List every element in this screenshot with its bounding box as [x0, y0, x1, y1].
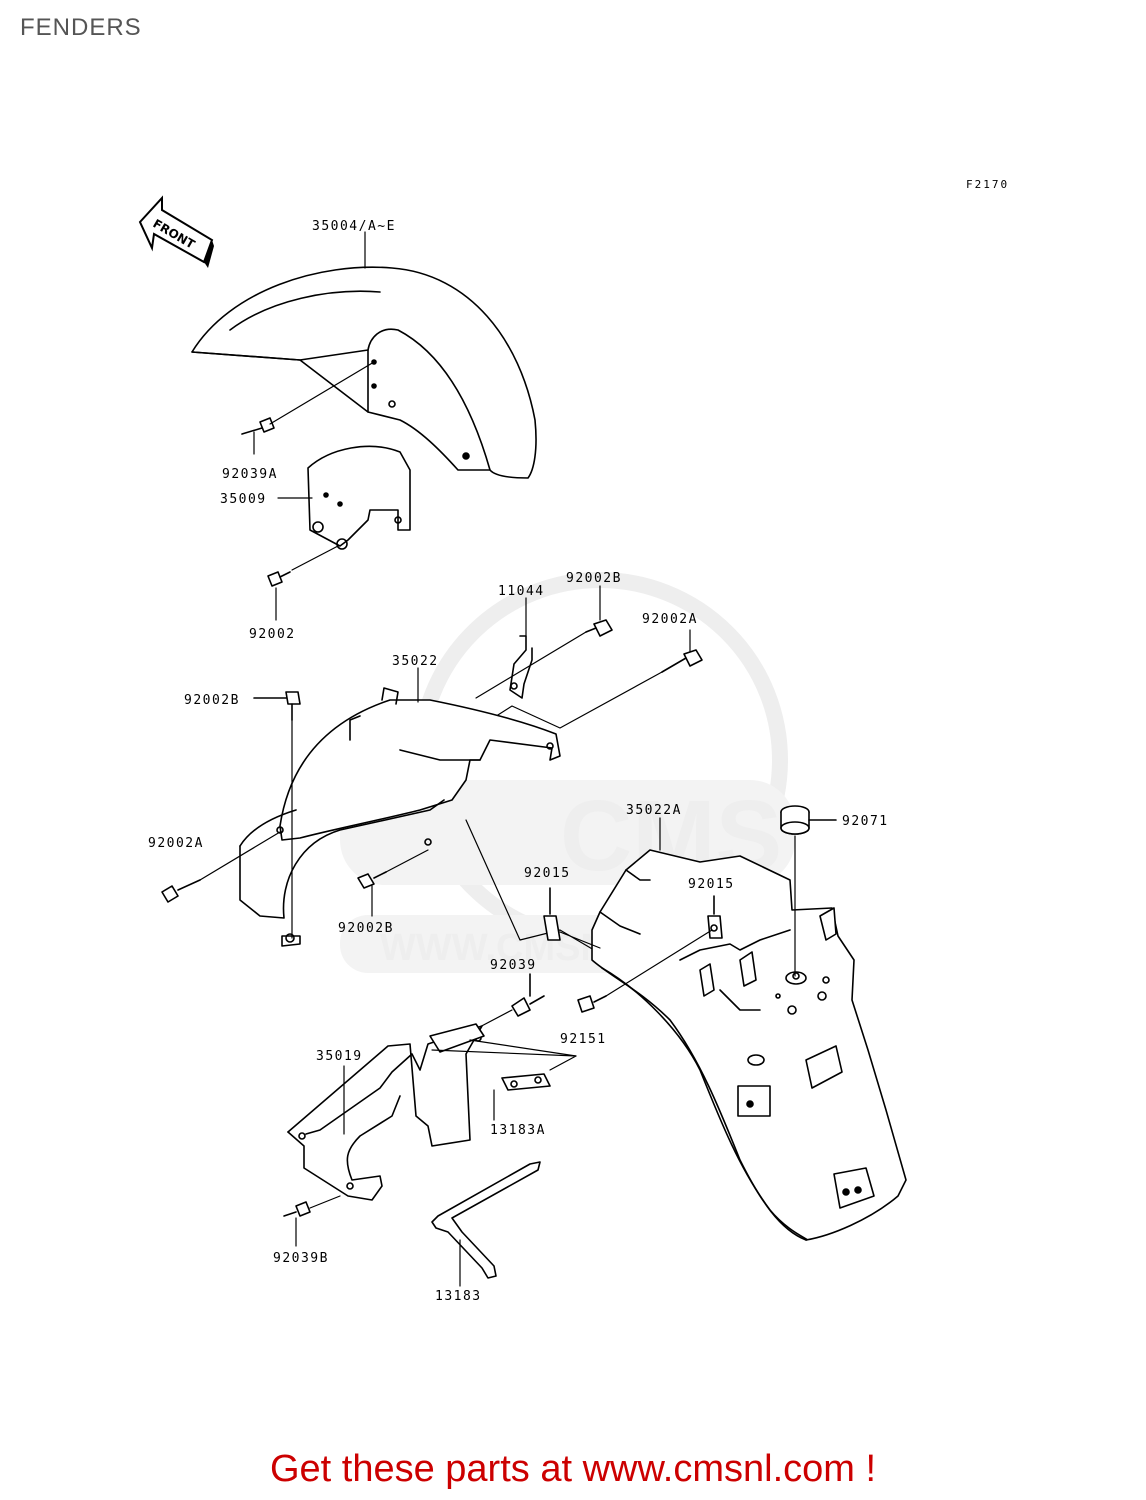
plate-13183a [431, 1039, 577, 1091]
part-label-13183a: 13183A [490, 1123, 546, 1138]
bolt-92039b [283, 1195, 341, 1217]
part-label-92151: 92151 [560, 1032, 607, 1047]
stay-13183 [431, 1161, 541, 1279]
part-label-92002a-left: 92002A [148, 836, 204, 851]
part-label-92015-b: 92015 [688, 877, 735, 892]
leader-lines [253, 231, 691, 1287]
part-label-92002a-top: 92002A [642, 612, 698, 627]
bolt-92039a [241, 361, 375, 435]
part-label-92039b: 92039B [273, 1251, 329, 1266]
front-fender [191, 266, 537, 479]
part-label-35004: 35004/A~E [312, 219, 396, 234]
page-title: FENDERS [20, 14, 142, 41]
part-label-92002: 92002 [249, 627, 296, 642]
bolt-92002 [267, 545, 339, 587]
nut-92015-b [707, 895, 723, 939]
part-label-35022: 35022 [392, 654, 439, 669]
bolt-92002a-top [489, 649, 703, 729]
part-label-35009: 35009 [220, 492, 267, 507]
part-label-92071: 92071 [842, 814, 889, 829]
bracket-11044 [509, 635, 533, 699]
part-label-92015-a: 92015 [524, 866, 571, 881]
part-label-92002b-left: 92002B [184, 693, 240, 708]
bolt-92002b-left [253, 691, 301, 939]
bolt-92002b-mid [357, 849, 429, 889]
exploded-parts-diagram: CMS WWW.CMSNL.COM FRONT [138, 195, 907, 1304]
fender-brace [307, 445, 411, 550]
bolt-92151 [577, 929, 713, 1013]
grommet-92071 [780, 805, 837, 977]
figure-code: F2170 [966, 178, 1010, 191]
inner-fender [239, 687, 561, 947]
part-label-92039: 92039 [490, 958, 537, 973]
bolt-92002a-left [161, 831, 281, 903]
bolt-92002b-top [475, 619, 613, 699]
part-labels: 35004/A~E 92039A 35009 92002 11044 92002… [148, 219, 889, 1304]
part-label-13183: 13183 [435, 1289, 482, 1304]
collar-92039 [473, 973, 545, 1031]
part-label-35019: 35019 [316, 1049, 363, 1064]
part-label-92002b-top: 92002B [566, 571, 622, 586]
front-direction-arrow-icon: FRONT [138, 195, 214, 268]
footer-promo-link[interactable]: Get these parts at www.cmsnl.com ! [269, 1448, 877, 1490]
part-label-92002b-mid: 92002B [338, 921, 394, 936]
part-label-11044: 11044 [498, 584, 545, 599]
rear-fender [591, 849, 907, 1241]
part-label-35022a: 35022A [626, 803, 682, 818]
nut-92015-a [543, 887, 601, 949]
part-label-92039a: 92039A [222, 467, 278, 482]
